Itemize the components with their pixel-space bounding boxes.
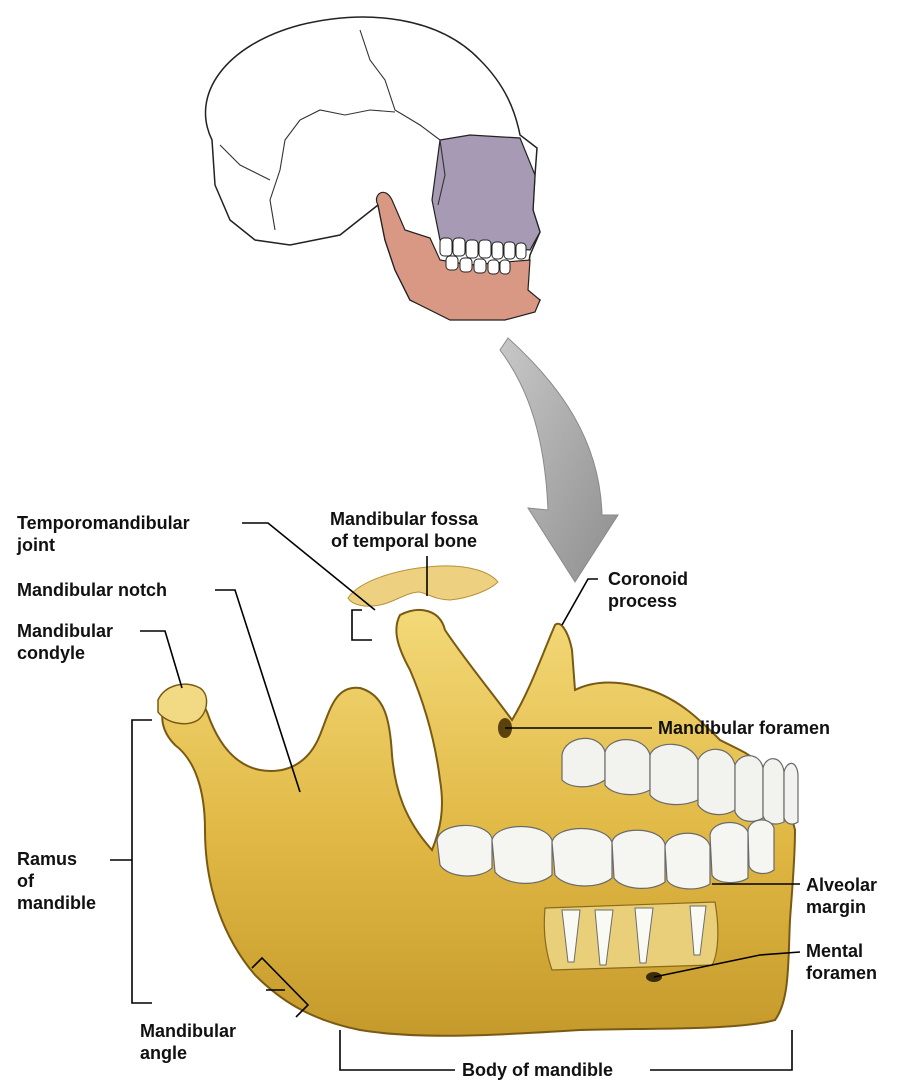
- label-temporomandibular-joint: Temporomandibular joint: [17, 512, 190, 556]
- label-mental-line-2: foramen: [806, 962, 877, 984]
- label-alveolar-margin: Alveolar margin: [806, 874, 877, 918]
- condyle-head: [158, 684, 207, 723]
- label-mental-foramen: Mental foramen: [806, 940, 877, 984]
- label-ramus-line-3: mandible: [17, 892, 96, 914]
- label-ramus-of-mandible: Ramus of mandible: [17, 848, 96, 914]
- label-angle-line-2: angle: [140, 1042, 236, 1064]
- label-mandibular-foramen: Mandibular foramen: [658, 717, 830, 739]
- label-mandibular-fossa: Mandibular fossa of temporal bone: [330, 508, 478, 552]
- label-angle-line-1: Mandibular: [140, 1020, 236, 1042]
- label-mandibular-notch: Mandibular notch: [17, 579, 167, 601]
- bracket-ramus: [132, 720, 152, 1003]
- label-coronoid-line-2: process: [608, 590, 688, 612]
- skull-thumbnail: [206, 17, 540, 320]
- direction-arrow: [500, 338, 618, 582]
- temporal-fossa-bone: [348, 566, 498, 606]
- label-body-of-mandible: Body of mandible: [462, 1059, 613, 1081]
- label-mandibular-angle: Mandibular angle: [140, 1020, 236, 1064]
- leader-coronoid: [562, 579, 598, 625]
- label-ramus-line-2: of: [17, 870, 96, 892]
- label-foramen-line-1: Mandibular foramen: [658, 717, 830, 739]
- label-coronoid-line-1: Coronoid: [608, 568, 688, 590]
- label-alveolar-line-1: Alveolar: [806, 874, 877, 896]
- label-notch-line-1: Mandibular notch: [17, 579, 167, 601]
- label-mandibular-condyle: Mandibular condyle: [17, 620, 113, 664]
- label-alveolar-line-2: margin: [806, 896, 877, 918]
- leader-condyle: [140, 631, 182, 688]
- mandible: [158, 610, 798, 1036]
- mandible-body: [162, 610, 795, 1036]
- label-mental-line-1: Mental: [806, 940, 877, 962]
- label-fossa-line-1: Mandibular fossa: [330, 508, 478, 530]
- label-ramus-line-1: Ramus: [17, 848, 96, 870]
- label-tmj-line-1: Temporomandibular: [17, 512, 190, 534]
- label-fossa-line-2: of temporal bone: [330, 530, 478, 552]
- bracket-tmj: [352, 610, 372, 640]
- label-coronoid-process: Coronoid process: [608, 568, 688, 612]
- bracket-body-right: [650, 1030, 792, 1070]
- label-condyle-line-2: condyle: [17, 642, 113, 664]
- label-condyle-line-1: Mandibular: [17, 620, 113, 642]
- label-tmj-line-2: joint: [17, 534, 190, 556]
- label-body-line-1: Body of mandible: [462, 1059, 613, 1081]
- skull-maxilla-region: [432, 135, 540, 250]
